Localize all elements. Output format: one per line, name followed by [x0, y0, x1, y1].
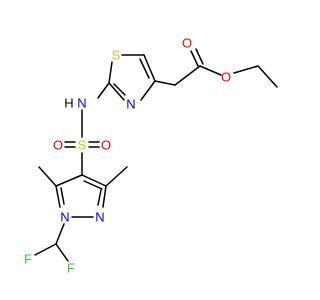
molecule-structure: O O S N N H S O O N N F F	[24, 36, 278, 276]
bond-c2-n3	[108, 82, 125, 101]
bond-c4-c3pyr-inner	[83, 180, 103, 190]
bond-n3-c4	[140, 80, 156, 101]
bond-c4-c5-inner	[139, 58, 150, 79]
bond-carbonyl-ch2	[174, 65, 201, 86]
bond-n2-c3	[102, 185, 107, 208]
atom-f-right: F	[67, 261, 75, 276]
bond-c5-n1-inner	[60, 187, 65, 205]
bond-c2-n3-inner	[113, 83, 126, 96]
atom-s-thiazole: S	[112, 48, 121, 63]
bond-n2-c3-inner	[97, 189, 102, 206]
bond-c4-c5	[143, 54, 156, 82]
atom-n-amide: N	[77, 96, 86, 111]
bond-c-o-double-b	[195, 48, 204, 65]
atom-n-pyrazole-2: N	[95, 210, 104, 225]
bond-c4-c3pyr	[81, 174, 107, 187]
atom-labels: O O S N N H S O O N N F F	[24, 36, 231, 276]
atom-f-left: F	[24, 252, 32, 267]
atom-s-sulfonyl: S	[78, 138, 87, 153]
atom-o-carbonyl: O	[182, 36, 192, 51]
bond-c4-c5pyr	[55, 174, 83, 187]
atom-o-sulfonyl-left: O	[53, 138, 63, 153]
bond-c3-methyl	[105, 166, 128, 187]
bond-chf2-f-left	[34, 243, 57, 256]
bond-chf2-f-right	[55, 243, 69, 262]
bond-ch2-ring	[154, 80, 176, 86]
bond-ethyl-ch2-o	[233, 65, 259, 74]
atom-n-thiazole: N	[126, 97, 135, 112]
bond-n1-chf2	[55, 223, 65, 245]
bonds	[34, 48, 278, 262]
bond-s-c2	[108, 61, 113, 84]
bond-o-carbonyl-c	[199, 65, 222, 76]
bond-c5-methyl	[38, 166, 57, 187]
atom-o-sulfonyl-right: O	[101, 138, 111, 153]
atom-o-ester: O	[221, 70, 231, 85]
atom-h-amide: H	[64, 96, 73, 111]
bond-c2-nh	[97, 82, 110, 99]
bond-c-o-double-a	[190, 50, 199, 67]
bond-c5-n1	[55, 185, 61, 208]
atom-n-pyrazole-1: N	[60, 210, 69, 225]
bond-ethyl-ch3	[257, 65, 278, 88]
